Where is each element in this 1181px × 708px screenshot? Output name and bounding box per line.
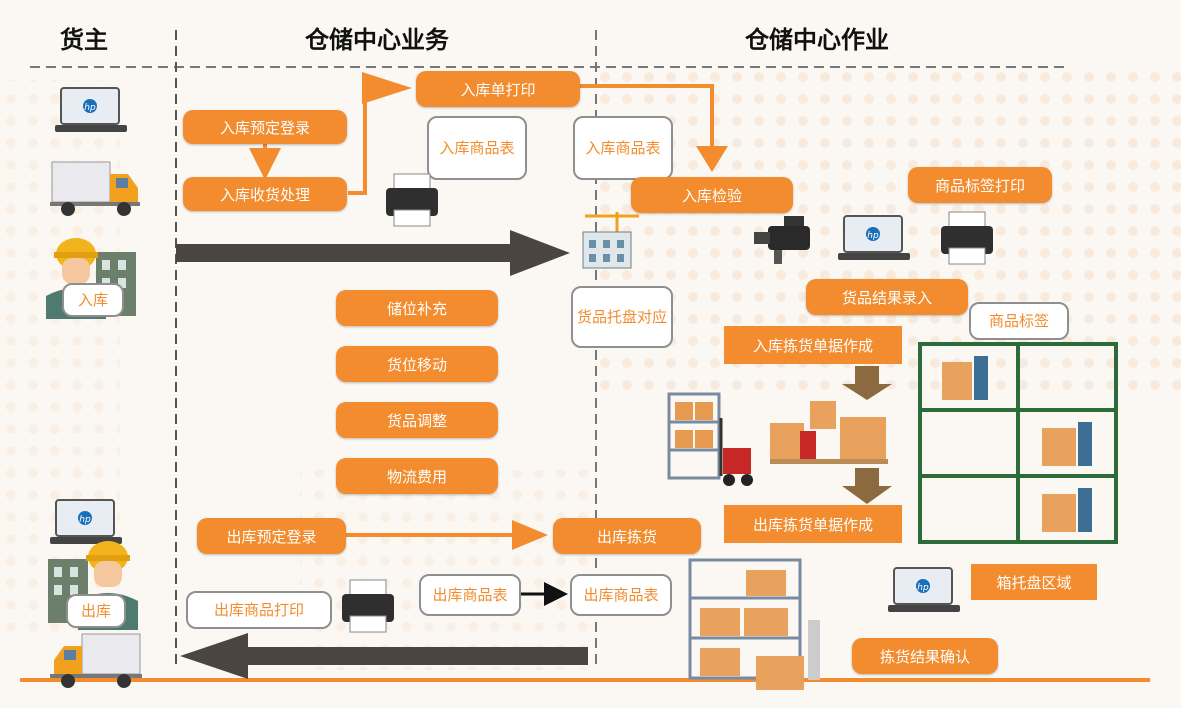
- outbound-pick-doc-box: 出库拣货单据作成: [724, 505, 902, 543]
- pick-doc-down-arrow-1: [842, 366, 892, 400]
- inbound-inspect-button[interactable]: 入库检验: [631, 177, 793, 213]
- inbound-flow-arrow: [176, 230, 570, 276]
- outbound-goods-table-box-ops: 出库商品表: [570, 574, 672, 616]
- printer-icon: [941, 211, 993, 265]
- inbound-reserve-button[interactable]: 入库预定登录: [183, 110, 347, 144]
- owner-outbound-label: 出库: [66, 594, 126, 628]
- ops-inbound-goods-table-line-2: 商品表: [615, 139, 661, 157]
- pallet-rack-grid: [918, 342, 1118, 544]
- inbound-pick-doc-box: 入库拣货单据作成: [724, 326, 902, 364]
- outbound-flow-arrow: [180, 633, 588, 679]
- svg-text:hp: hp: [84, 103, 96, 113]
- reserve-to-picking-head: [512, 520, 548, 550]
- goods-adjust-button[interactable]: 货品调整: [336, 402, 498, 438]
- goods-pallet-box: 货品 托盘对应: [571, 286, 673, 348]
- laptop-icon: hp: [50, 499, 122, 544]
- svg-text:hp: hp: [79, 515, 91, 525]
- laptop-icon: hp: [55, 87, 127, 132]
- printer-icon: [386, 173, 438, 227]
- pick-doc-down-arrow-2: [842, 468, 892, 504]
- inbound-receive-button[interactable]: 入库收货处理: [183, 177, 347, 211]
- outbound-goods-table-box-business: 出库商品表: [419, 574, 521, 616]
- outbound-reserve-button[interactable]: 出库预定登录: [197, 518, 346, 554]
- column-header-owner: 货主: [60, 26, 108, 54]
- receive-to-print-head: [362, 72, 412, 104]
- goods-pallet-line-2: 托盘对应: [607, 308, 668, 326]
- printer-icon: [342, 579, 394, 633]
- logistics-fee-button[interactable]: 物流费用: [336, 458, 498, 494]
- column-header-center-business: 仓储中心业务: [305, 26, 449, 54]
- print-to-inspect-line: [580, 84, 714, 150]
- inbound-goods-table-box: 入库 商品表: [427, 116, 527, 180]
- result-entry-button[interactable]: 货品结果录入: [806, 279, 968, 315]
- svg-text:hp: hp: [867, 231, 879, 241]
- pick-confirm-button[interactable]: 拣货结果确认: [852, 638, 998, 674]
- location-move-button[interactable]: 货位移动: [336, 346, 498, 382]
- product-label-box: 商品标签: [969, 302, 1069, 340]
- video-camera-icon: [754, 216, 810, 264]
- laptop-icon: hp: [888, 567, 960, 612]
- pallet-area-box: 箱托盘区域: [971, 564, 1097, 600]
- inbound-slip-print-button[interactable]: 入库单打印: [416, 71, 580, 107]
- forklift-rack-illustration: [667, 392, 753, 486]
- label-print-button[interactable]: 商品标签打印: [908, 167, 1052, 203]
- truck-icon-inbound: [50, 161, 140, 216]
- inbound-goods-table-line-1: 入库: [439, 139, 470, 157]
- ops-inbound-goods-table-line-1: 入库: [585, 139, 616, 157]
- laptop-icon: hp: [838, 215, 910, 260]
- goods-pallet-line-1: 货品: [576, 308, 607, 326]
- location-replenish-button[interactable]: 储位补充: [336, 290, 498, 326]
- owner-inbound-label: 入库: [62, 283, 124, 317]
- ops-inbound-goods-table-box: 入库 商品表: [573, 116, 673, 180]
- inbound-goods-table-line-2: 商品表: [469, 139, 515, 157]
- svg-text:hp: hp: [917, 583, 929, 593]
- warehouse-building-icon: [582, 212, 639, 269]
- print-to-inspect-head: [696, 146, 728, 172]
- pallet-goods-illustration: [770, 401, 888, 464]
- column-header-center-ops: 仓储中心作业: [745, 26, 889, 54]
- storage-rack-illustration: [688, 558, 820, 690]
- outbound-picking-button[interactable]: 出库拣货: [553, 518, 701, 554]
- outbound-goods-print-box: 出库商品打印: [186, 591, 332, 629]
- truck-icon-outbound: [50, 633, 142, 688]
